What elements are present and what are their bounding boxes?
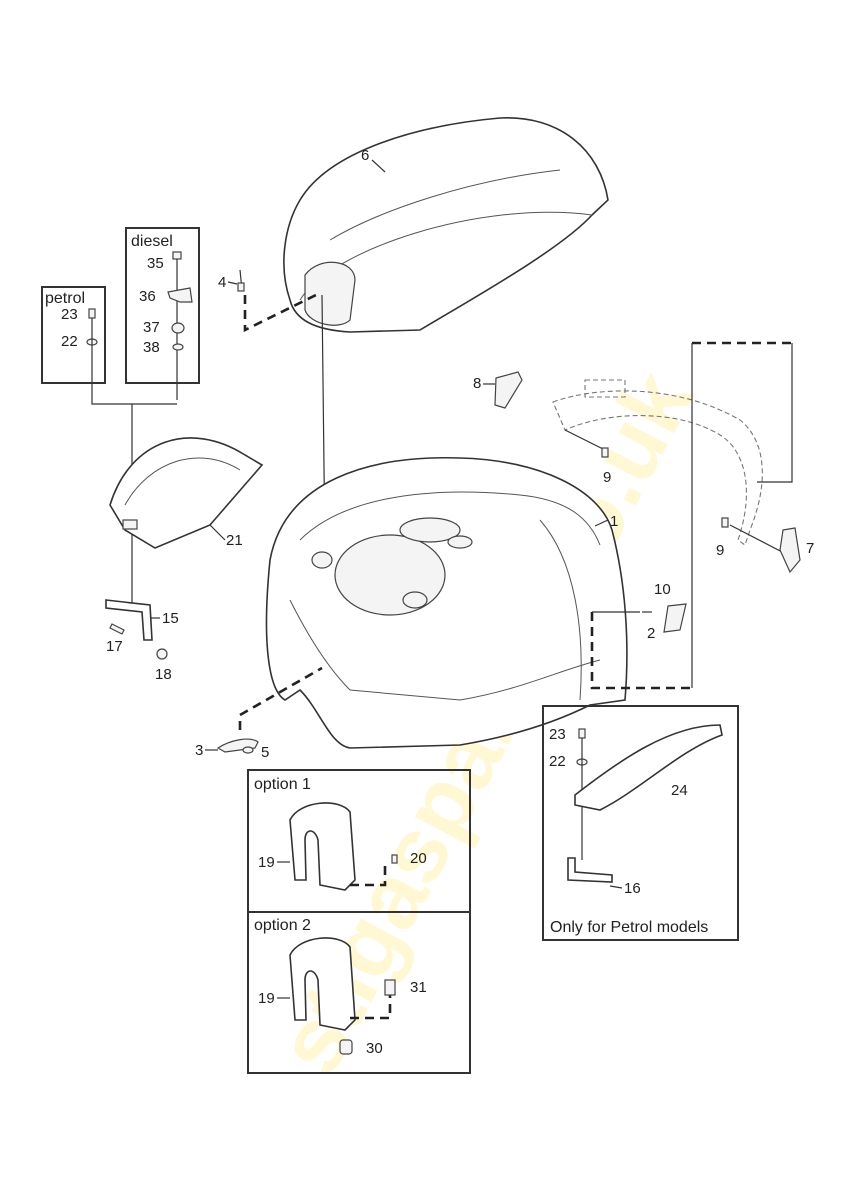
- callout-23b: 23: [549, 726, 566, 743]
- guard-24[interactable]: [574, 724, 723, 811]
- washer-5[interactable]: [242, 746, 254, 754]
- callout-36: 36: [139, 288, 156, 305]
- callout-9b: 9: [716, 542, 724, 559]
- screw-20[interactable]: [391, 854, 398, 864]
- petrol-title: petrol: [45, 290, 85, 307]
- callout-8: 8: [473, 375, 481, 392]
- bolt-35[interactable]: [172, 251, 182, 260]
- callout-31: 31: [410, 979, 427, 996]
- bracket-16[interactable]: [567, 857, 613, 883]
- rear-bumper-ghost: [552, 379, 763, 546]
- wing-nut-36[interactable]: [167, 287, 193, 303]
- callout-16: 16: [624, 880, 641, 897]
- petrol-only-box: 23 22 24 16 Only for Petrol models: [542, 705, 739, 941]
- option-2-box: option 2 19 31 30: [247, 911, 471, 1074]
- petrol-only-caption: Only for Petrol models: [550, 919, 708, 936]
- callout-20: 20: [410, 850, 427, 867]
- callout-35: 35: [147, 255, 164, 272]
- spacer-30[interactable]: [339, 1039, 353, 1055]
- callout-22b: 22: [549, 753, 566, 770]
- bracket-15[interactable]: [105, 599, 153, 641]
- callout-37: 37: [143, 319, 160, 336]
- callout-21: 21: [226, 532, 243, 549]
- bolt-31[interactable]: [384, 979, 396, 996]
- petrol-box: petrol 23 22: [41, 286, 177, 608]
- body-part-1[interactable]: [265, 456, 628, 749]
- screw-23[interactable]: [88, 308, 96, 319]
- callout-3: 3: [195, 742, 203, 759]
- hood-part[interactable]: [283, 117, 609, 333]
- callout-10: 10: [654, 581, 671, 598]
- part-8[interactable]: [494, 371, 523, 409]
- callout-9a: 9: [603, 469, 611, 486]
- cover-19b[interactable]: [289, 937, 356, 1031]
- clip-9a[interactable]: [601, 447, 609, 458]
- callout-19-opt2: 19: [258, 990, 275, 1007]
- part-7[interactable]: [779, 527, 801, 574]
- bolt-17[interactable]: [109, 623, 125, 635]
- callout-17: 17: [106, 638, 123, 655]
- option-1-title: option 1: [254, 776, 311, 793]
- callout-22: 22: [61, 333, 78, 350]
- callout-30: 30: [366, 1040, 383, 1057]
- callout-6: 6: [361, 147, 369, 164]
- option-2-title: option 2: [254, 917, 311, 934]
- callout-5: 5: [261, 744, 269, 761]
- spacer-37[interactable]: [171, 322, 185, 334]
- cover-19[interactable]: [289, 802, 356, 891]
- callout-15: 15: [162, 610, 179, 627]
- callout-4: 4: [218, 274, 226, 291]
- screw-23b[interactable]: [578, 728, 586, 739]
- callout-24: 24: [671, 782, 688, 799]
- diesel-title: diesel: [131, 233, 173, 250]
- diesel-box: diesel 35 36 37 38: [125, 227, 200, 400]
- callout-7: 7: [806, 540, 814, 557]
- washer-38[interactable]: [172, 343, 184, 351]
- callout-18: 18: [155, 666, 172, 683]
- callout-23: 23: [61, 306, 78, 323]
- bracket-21[interactable]: [109, 437, 264, 549]
- callout-1: 1: [610, 513, 618, 530]
- decal-10[interactable]: [663, 603, 687, 633]
- nut-18[interactable]: [156, 648, 168, 660]
- callout-2: 2: [647, 625, 655, 642]
- clip-9b[interactable]: [721, 517, 729, 528]
- pin-4[interactable]: [237, 269, 245, 292]
- callout-38: 38: [143, 339, 160, 356]
- option-1-box: option 1 19 20: [247, 769, 471, 913]
- callout-19-opt1: 19: [258, 854, 275, 871]
